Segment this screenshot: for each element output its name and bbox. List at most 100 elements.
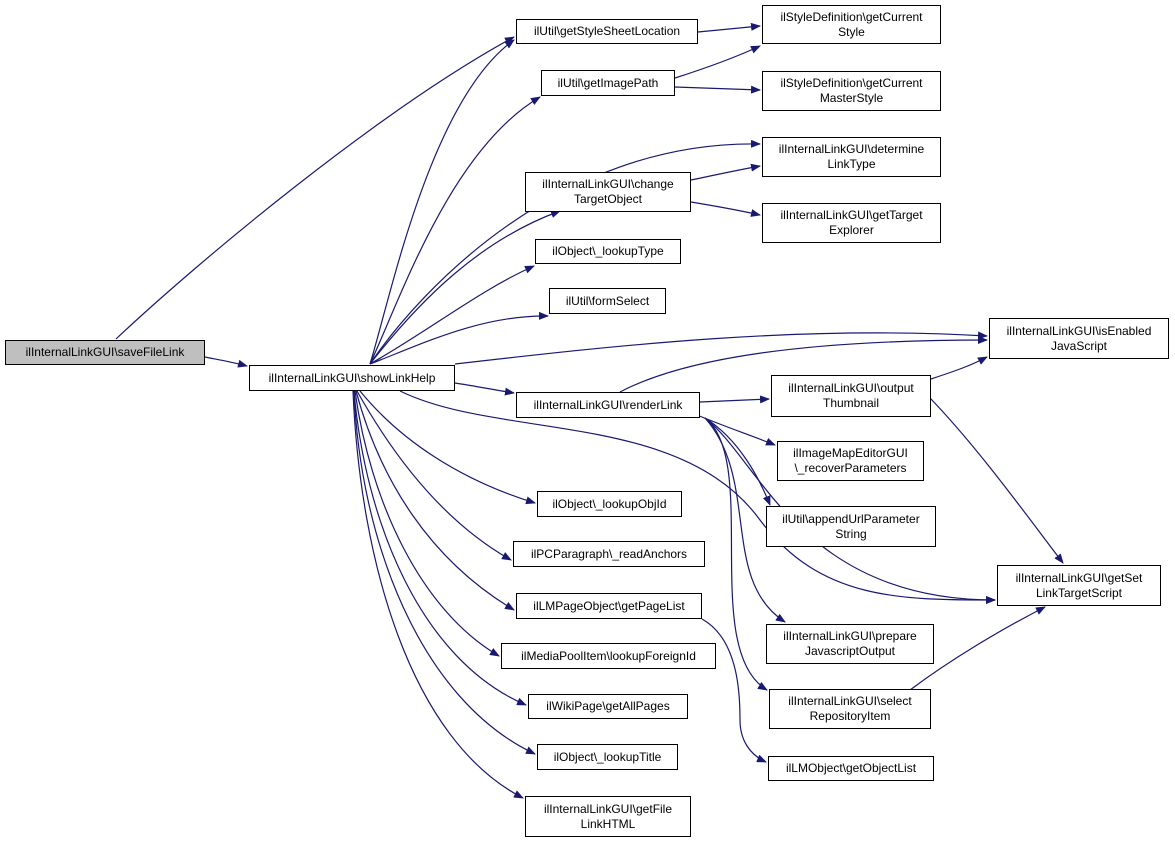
edge-getimagepath-to-getcurrentmasterstyle (674, 85, 761, 94)
node-label: Explorer (829, 223, 874, 237)
node-label: ilMediaPoolItem\lookupForeignId (521, 648, 696, 663)
node-label: ilInternalLinkGUI\prepare (783, 629, 917, 643)
node-label: JavascriptOutput (804, 644, 896, 658)
node-label: Thumbnail (822, 396, 880, 410)
node-label: LinkType (827, 157, 876, 171)
node-label: String (835, 526, 867, 541)
node-label: ilUtil\getStyleSheetLocation (533, 24, 681, 38)
edge-showlinkhelp-to-determinelinktype (369, 139, 761, 365)
edge-renderlink-to-selectrepositoryitem (704, 417, 768, 691)
node-label: ilWikiPage\getAllPages (546, 699, 670, 713)
edge-layer (115, 22, 1064, 799)
edge-showlinkhelp-to-getsetlinktargetscript (399, 390, 996, 604)
node-label: ilUtil\getImagePath (557, 75, 659, 90)
node-label: TargetObject (573, 192, 643, 206)
node-getimagepath[interactable]: ilUtil\getImagePath (541, 70, 675, 96)
edge-renderlink-to-isenabledjavascript (619, 336, 988, 393)
node-getallpages[interactable]: ilWikiPage\getAllPages (528, 694, 688, 719)
edge-showlinkhelp-to-lookupobjid (359, 390, 536, 505)
node-label: \_recoverParameters (794, 461, 907, 475)
node-label: ilInternalLinkGUI\select (788, 694, 912, 708)
edge-showlinkhelp-to-getfilelinkhtml (352, 390, 524, 799)
node-label: ilImageMapEditorGUI (793, 446, 908, 460)
edge-getpagelist-to-getobjectlist (701, 618, 767, 763)
node-lookupforeignid[interactable]: ilMediaPoolItem\lookupForeignId (501, 643, 716, 669)
edge-showlinkhelp-to-readanchors (356, 390, 512, 561)
node-label: JavaScript (1050, 338, 1108, 353)
node-label: ilInternalLinkGUI\change (542, 177, 674, 191)
node-label: ilInternalLinkGUI\getFile (543, 801, 673, 816)
node-label: ilLMObject\getObjectList (785, 761, 917, 775)
node-getobjectlist[interactable]: ilLMObject\getObjectList (768, 756, 934, 781)
edge-savefilelink-to-showlinkhelp (204, 356, 248, 368)
node-formselect[interactable]: ilUtil\formSelect (549, 288, 666, 314)
edge-showlinkhelp-to-getallpages (353, 390, 527, 706)
edge-changetargetobject-to-gettargetexplorer (690, 201, 761, 217)
edge-showlinkhelp-to-getpagelist (355, 390, 515, 611)
node-label: ilInternalLinkGUI\getTarget (780, 208, 923, 222)
edge-changetargetobject-to-determinelinktype (690, 163, 761, 181)
edge-showlinkhelp-to-getstylesheetlocation (369, 39, 515, 365)
node-label: ilInternalLinkGUI\getSet (1015, 570, 1143, 585)
node-savefilelink: ilInternalLinkGUI\saveFileLink (5, 340, 205, 365)
node-label: ilInternalLinkGUI\output (788, 381, 914, 395)
node-getstylesheetlocation[interactable]: ilUtil\getStyleSheetLocation (516, 19, 698, 44)
node-label: ilInternalLinkGUI\renderLink (533, 397, 683, 412)
edge-renderlink-to-appendurlparameterstring (704, 417, 771, 506)
node-label: ilInternalLinkGUI\determine (778, 142, 925, 156)
edge-showlinkhelp-to-getimagepath (369, 96, 541, 365)
node-label: ilPCParagraph\_readAnchors (530, 546, 688, 561)
node-label: MasterStyle (819, 91, 884, 105)
edge-showlinkhelp-to-lookuptype (369, 265, 535, 365)
edge-savefilelink-to-getstylesheetlocation (115, 36, 515, 340)
node-label: ilInternalLinkGUI\saveFileLink (25, 345, 185, 359)
node-recoverparameters[interactable]: ilImageMapEditorGUI\_recoverParameters (777, 441, 924, 481)
edge-showlinkhelp-to-changetargetobject (369, 210, 561, 365)
node-readanchors[interactable]: ilPCParagraph\_readAnchors (513, 541, 705, 567)
node-showlinkhelp[interactable]: ilInternalLinkGUI\showLinkHelp (249, 365, 455, 391)
node-label: ilStyleDefinition\getCurrent (780, 9, 923, 24)
edge-getstylesheetlocation-to-getcurrentstyle (697, 22, 761, 33)
edge-selectrepositoryitem-to-getsetlinktargetscript (909, 606, 1046, 691)
node-getpagelist[interactable]: ilLMPageObject\getPageList (516, 593, 702, 619)
node-lookupobjid[interactable]: ilObject\_lookupObjId (537, 491, 682, 517)
node-label: ilInternalLinkGUI\showLinkHelp (268, 370, 436, 385)
node-renderlink[interactable]: ilInternalLinkGUI\renderLink (516, 392, 700, 418)
node-label: ilObject\_lookupTitle (553, 749, 662, 764)
edge-renderlink-to-recoverparameters (689, 411, 776, 446)
node-label: ilInternalLinkGUI\isEnabled (1006, 323, 1152, 338)
edge-showlinkhelp-to-renderlink (454, 382, 515, 396)
edge-showlinkhelp-to-formselect (369, 311, 549, 365)
node-label: ilObject\_lookupObjId (552, 496, 667, 511)
node-label: ilStyleDefinition\getCurrent (780, 76, 923, 90)
edge-outputthumbnail-to-getsetlinktargetscript (929, 397, 1064, 564)
node-label: ilLMPageObject\getPageList (533, 598, 685, 613)
node-label: RepositoryItem (809, 709, 891, 723)
node-lookuptitle[interactable]: ilObject\_lookupTitle (537, 744, 678, 770)
node-label: LinkHTML (580, 816, 636, 831)
edge-showlinkhelp-to-lookupforeignid (354, 390, 500, 657)
edge-showlinkhelp-to-isenabledjavascript (454, 331, 988, 365)
node-label: Style (838, 24, 865, 39)
node-label: ilUtil\appendUrlParameter (782, 511, 920, 526)
edge-renderlink-to-outputthumbnail (699, 395, 770, 404)
edge-showlinkhelp-to-lookuptitle (353, 390, 536, 755)
edge-outputthumbnail-to-isenabledjavascript (930, 356, 988, 380)
node-label: ilObject\_lookupType (552, 244, 664, 258)
node-lookuptype[interactable]: ilObject\_lookupType (535, 239, 681, 264)
edge-getimagepath-to-getcurrentstyle (674, 45, 761, 79)
node-label: LinkTargetScript (1035, 585, 1123, 600)
